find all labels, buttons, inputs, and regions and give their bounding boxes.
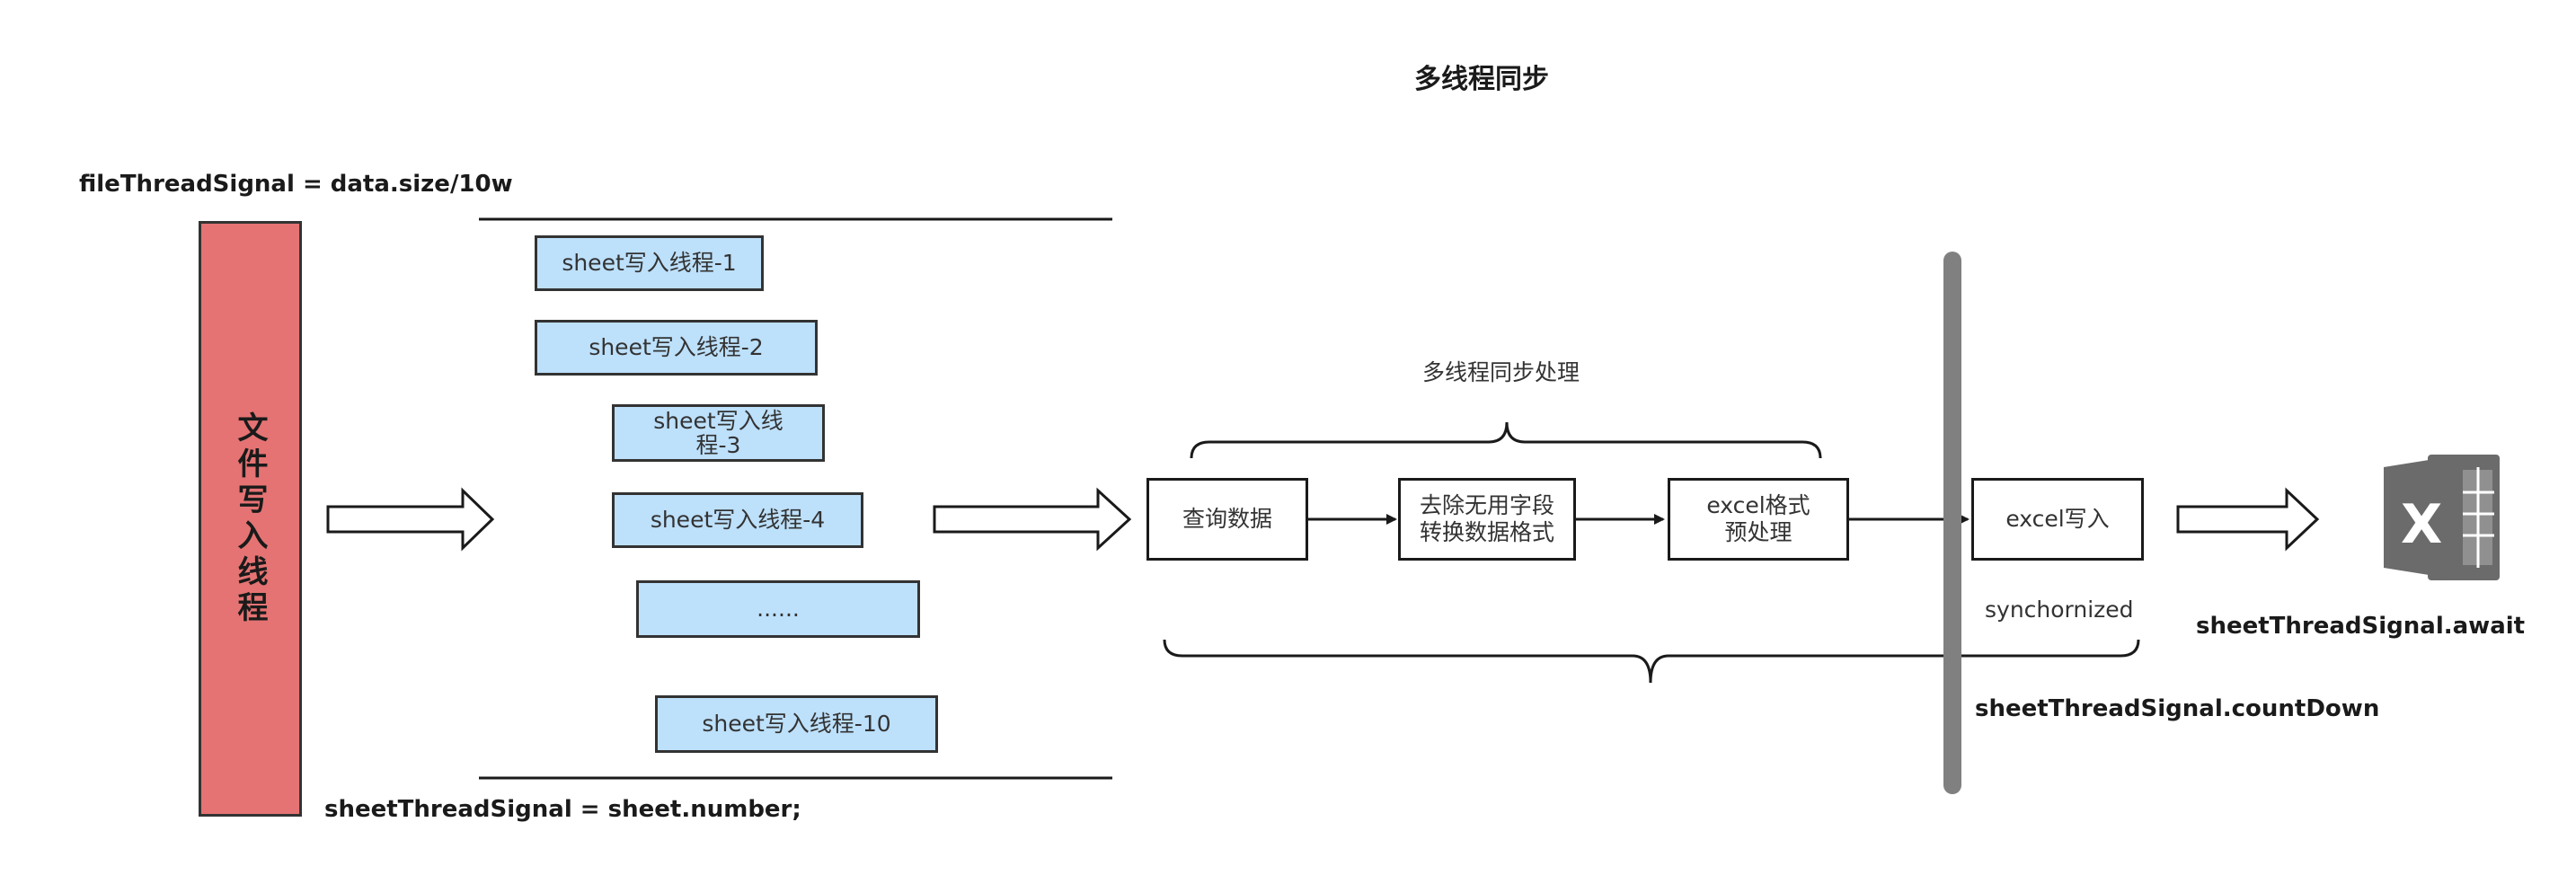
sheet-thread-4: sheet写入线程-4 bbox=[612, 492, 863, 548]
excel-icon-letter: X bbox=[2401, 493, 2442, 556]
step-query-data: 查询数据 bbox=[1146, 478, 1308, 561]
big-arrow-1 bbox=[326, 487, 495, 552]
big-arrow-3 bbox=[2176, 487, 2320, 552]
file-writer-thread-label: 文件写入线程 bbox=[232, 411, 268, 627]
sheet-thread-2: sheet写入线程-2 bbox=[535, 320, 818, 376]
step-excel-write: excel写入 bbox=[1971, 478, 2144, 561]
diagram-title: 多线程同步 bbox=[1414, 64, 1549, 95]
sheet-thread-signal-label: sheetThreadSignal = sheet.number; bbox=[324, 796, 801, 823]
step-clean-transform: 去除无用字段 转换数据格式 bbox=[1398, 478, 1576, 561]
big-arrow-2 bbox=[933, 487, 1132, 552]
count-down-label: sheetThreadSignal.countDown bbox=[1975, 695, 2380, 722]
sheet-thread-10: sheet写入线程-10 bbox=[655, 695, 938, 753]
sheet-thread-3: sheet写入线 程-3 bbox=[612, 404, 825, 462]
file-thread-signal-label: fileThreadSignal = data.size/10w bbox=[79, 171, 513, 198]
await-label: sheetThreadSignal.await bbox=[2196, 613, 2526, 640]
sheet-thread-1: sheet写入线程-1 bbox=[535, 235, 764, 291]
top-curly-brace bbox=[1190, 421, 1822, 459]
sync-processing-label: 多线程同步处理 bbox=[1422, 359, 1580, 385]
bottom-curly-brace bbox=[1163, 639, 2140, 684]
excel-icon: X bbox=[2384, 455, 2500, 580]
sheet-thread-ellipsis: ...... bbox=[636, 580, 920, 638]
synchronized-label: synchornized bbox=[1985, 597, 2134, 623]
file-writer-thread-box: 文件写入线程 bbox=[199, 221, 302, 817]
step-excel-preprocess: excel格式 预处理 bbox=[1668, 478, 1849, 561]
